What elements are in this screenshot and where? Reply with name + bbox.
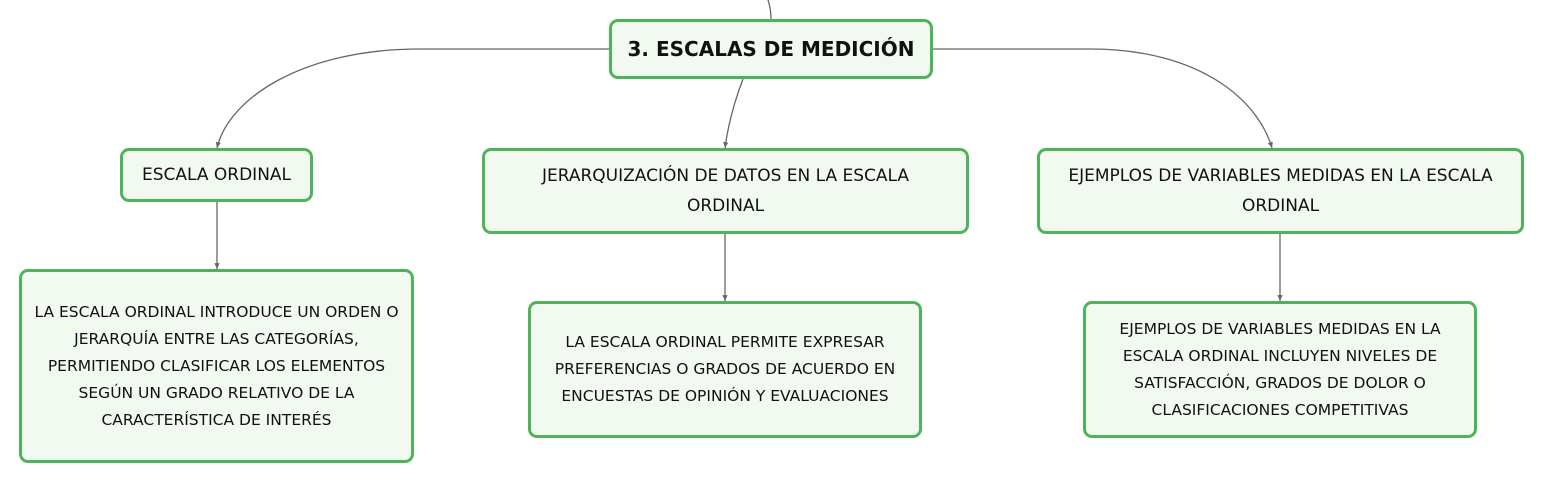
topic-node-label: EJEMPLOS DE VARIABLES MEDIDAS EN LA ESCA… [1068,166,1493,216]
detail-node-text: LA ESCALA ORDINAL PERMITE EXPRESAR PREFE… [554,333,896,405]
topic-node-jerarquizacion[interactable]: JERARQUIZACIÓN DE DATOS EN LA ESCALA ORD… [482,148,969,234]
root-node-label: 3. ESCALAS DE MEDICIÓN [627,37,915,61]
topic-node-escala-ordinal[interactable]: ESCALA ORDINAL [120,148,313,202]
connector-from-parent [767,0,772,20]
detail-node-text: LA ESCALA ORDINAL INTRODUCE UN ORDEN O J… [34,302,399,429]
topic-node-label: ESCALA ORDINAL [141,165,292,185]
topic-node-ejemplos[interactable]: EJEMPLOS DE VARIABLES MEDIDAS EN LA ESCA… [1037,148,1524,234]
detail-node-escala-ordinal[interactable]: LA ESCALA ORDINAL INTRODUCE UN ORDEN O J… [19,269,414,463]
root-node[interactable]: 3. ESCALAS DE MEDICIÓN [609,19,933,79]
connector-root-to-jerarquizacion [723,78,744,149]
detail-node-text: EJEMPLOS DE VARIABLES MEDIDAS EN LA ESCA… [1119,319,1441,419]
connector-root-to-escala-ordinal [215,48,609,149]
connector-root-to-ejemplos [933,48,1273,149]
detail-node-ejemplos[interactable]: EJEMPLOS DE VARIABLES MEDIDAS EN LA ESCA… [1083,301,1477,438]
detail-node-jerarquizacion[interactable]: LA ESCALA ORDINAL PERMITE EXPRESAR PREFE… [528,301,922,438]
topic-node-label: JERARQUIZACIÓN DE DATOS EN LA ESCALA ORD… [541,166,910,216]
